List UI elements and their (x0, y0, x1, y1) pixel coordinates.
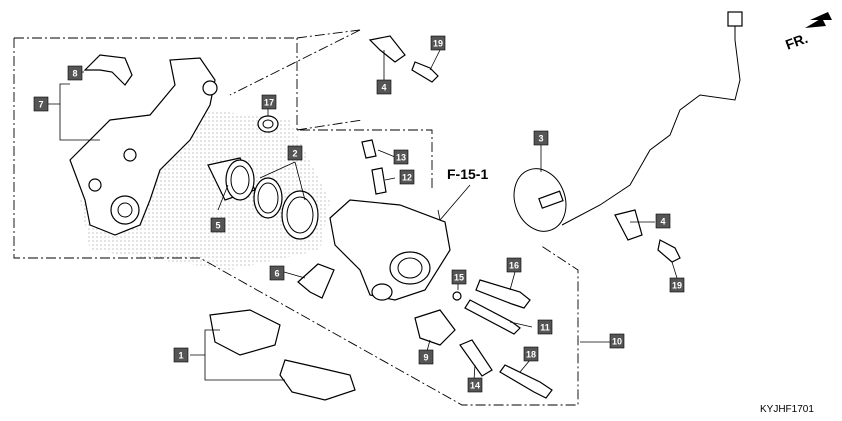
assembly-frame (13, 29, 579, 406)
callout-box (523, 346, 539, 362)
callout-box (399, 169, 415, 185)
callout-c19a: 19 (430, 35, 446, 51)
diagram-code: KYJHF1701 (760, 404, 814, 415)
callout-c12: 12 (399, 169, 415, 185)
bolt-upper (411, 61, 439, 83)
sensor-wire (561, 20, 741, 226)
callout-number: 16 (509, 261, 519, 271)
callout-box (537, 319, 553, 335)
callout-box (506, 257, 522, 273)
pad-retainer (297, 263, 335, 299)
callout-box (669, 277, 685, 293)
callout-box (609, 333, 625, 349)
callout-number: 4 (381, 83, 386, 93)
callout-number: 18 (526, 350, 536, 360)
callout-number: 1 (178, 351, 183, 361)
caliper-pin (464, 299, 521, 335)
callout-box (430, 35, 446, 51)
callout-c17: 17 (261, 94, 277, 110)
callout-c4a: 4 (376, 79, 392, 95)
callout-c15: 15 (451, 269, 467, 285)
callout-number: 9 (423, 353, 428, 363)
callout-number: 5 (215, 221, 220, 231)
hose-clamp-upper (368, 35, 406, 63)
callout-number: 19 (433, 39, 443, 49)
callout-box (418, 349, 434, 365)
callout-box (393, 149, 409, 165)
front-direction-arrow (805, 12, 832, 28)
callout-box (533, 130, 549, 146)
callout-c4b: 4 (655, 213, 671, 229)
callout-c16: 16 (506, 257, 522, 273)
caliper-body (329, 199, 451, 301)
callout-c18: 18 (523, 346, 539, 362)
callout-c6: 6 (269, 265, 285, 281)
hose-clamp-lower (614, 209, 643, 241)
callout-number: 4 (660, 217, 665, 227)
front-direction-label: FR. (783, 30, 810, 53)
callout-c14: 14 (467, 377, 483, 393)
callout-c5: 5 (210, 217, 226, 233)
pin-sleeve (459, 339, 493, 377)
washer (452, 291, 462, 301)
callout-box (376, 79, 392, 95)
callout-c3: 3 (533, 130, 549, 146)
callout-c19b: 19 (669, 277, 685, 293)
callout-box (467, 377, 483, 393)
callout-box (451, 269, 467, 285)
bleeder-cap (361, 139, 377, 159)
callout-box (67, 65, 83, 81)
brake-pads (209, 309, 356, 401)
caliper-bracket (69, 57, 218, 236)
callout-number: 8 (72, 69, 77, 79)
callout-number: 12 (402, 173, 412, 183)
callout-c10: 10 (609, 333, 625, 349)
callout-box (655, 213, 671, 229)
callout-number: 2 (292, 149, 297, 159)
pin-boot (414, 309, 456, 346)
callout-box (287, 145, 303, 161)
callout-c7: 7 (33, 96, 49, 112)
slide-pin-bolt (475, 279, 531, 309)
callout-c11: 11 (537, 319, 553, 335)
piston (207, 157, 256, 201)
leader-lines (48, 49, 678, 381)
boot (257, 115, 279, 133)
callout-number: 6 (274, 269, 279, 279)
callout-number: 7 (38, 100, 43, 110)
piston-seals (253, 177, 319, 240)
reference-arrow (437, 184, 471, 221)
callout-c9: 9 (418, 349, 434, 365)
callout-number: 13 (396, 153, 406, 163)
callout-c8: 8 (67, 65, 83, 81)
callout-number: 15 (454, 273, 464, 283)
callout-c2: 2 (287, 145, 303, 161)
sensor-connector (727, 11, 743, 27)
callout-number: 10 (612, 337, 622, 347)
callout-number: 19 (672, 281, 682, 291)
callout-box (33, 96, 49, 112)
callout-c13: 13 (393, 149, 409, 165)
callout-box (269, 265, 285, 281)
callout-box (261, 94, 277, 110)
callout-number: 3 (538, 134, 543, 144)
bolt-lower (657, 239, 681, 263)
pad-spring-clip (83, 54, 133, 86)
bleeder-screw (371, 167, 387, 195)
callout-c1: 1 (173, 347, 189, 363)
callout-number: 17 (264, 98, 274, 108)
callout-number: 11 (540, 323, 550, 333)
callout-box (210, 217, 226, 233)
callout-number: 14 (470, 381, 480, 391)
callout-box (173, 347, 189, 363)
mounting-bolt (499, 364, 553, 399)
reference-label: F-15-1 (447, 166, 488, 182)
speed-sensor (513, 168, 567, 232)
